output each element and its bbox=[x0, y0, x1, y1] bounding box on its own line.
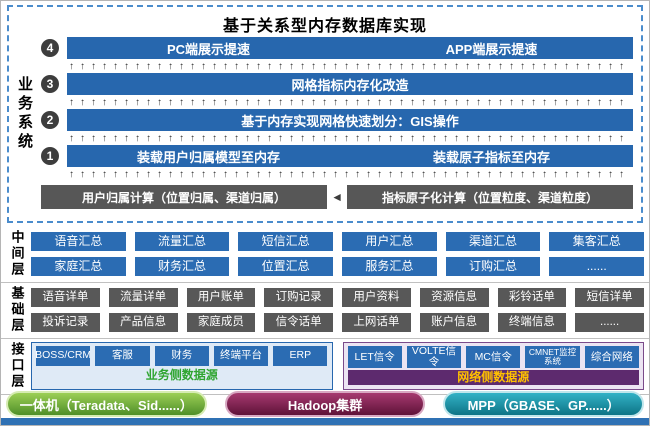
step-number-icon: 3 bbox=[41, 75, 59, 93]
storage-pill-mpp: MPP（GBASE、GP......） bbox=[443, 391, 645, 417]
base-btn: 语音详单 bbox=[31, 288, 100, 307]
network-source-group: LET信令 VOLTE信令 MC信令 CMNET监控系统 综合网络 网络侧数据源 bbox=[342, 342, 644, 390]
storage-row: 一体机（Teradata、Sid......） Hadoop集群 MPP（GBA… bbox=[6, 391, 645, 417]
base-btn: ...... bbox=[575, 313, 644, 332]
business-source-caption: 业务侧数据源 bbox=[145, 368, 218, 382]
step-row-3: 3 网格指标内存化改造 bbox=[41, 73, 633, 95]
middle-btn: 服务汇总 bbox=[342, 257, 437, 276]
base-btn: 产品信息 bbox=[108, 313, 178, 332]
step-bar: 装载用户归属模型至内存 装载原子指标至内存 bbox=[67, 145, 633, 167]
iface-btn: BOSS/CRM bbox=[36, 346, 91, 366]
network-source-caption: 网络侧数据源 bbox=[347, 370, 639, 386]
iface-btn: LET信令 bbox=[347, 346, 402, 369]
middle-btn: 财务汇总 bbox=[134, 257, 230, 276]
base-btn: 彩铃话单 bbox=[497, 288, 567, 307]
step-number-icon: 2 bbox=[41, 111, 59, 129]
step-bar-label: 网格指标内存化改造 bbox=[291, 77, 409, 93]
step-row-1: 1 装载用户归属模型至内存 装载原子指标至内存 bbox=[41, 145, 633, 167]
step-bar: PC端展示提速 APP端展示提速 bbox=[67, 37, 633, 59]
middle-btn: 订购汇总 bbox=[445, 257, 541, 276]
base-layer: 基础层 语音详单 流量详单 用户账单 订购记录 用户资料 资源信息 彩铃话单 短… bbox=[1, 283, 649, 339]
base-row-2: 投诉记录 产品信息 家庭成员 信令话单 上网话单 账户信息 终端信息 .....… bbox=[31, 313, 644, 332]
base-btn: 终端信息 bbox=[497, 313, 567, 332]
iface-btn: MC信令 bbox=[466, 346, 521, 369]
layers-section: 中间层 语音汇总 流量汇总 短信汇总 用户汇总 渠道汇总 集客汇总 家庭汇总 财… bbox=[1, 227, 649, 395]
middle-btn: 用户汇总 bbox=[342, 232, 437, 251]
base-btn: 订购记录 bbox=[264, 288, 333, 307]
step-bar: 网格指标内存化改造 bbox=[67, 73, 633, 95]
middle-btn: 集客汇总 bbox=[549, 232, 645, 251]
interface-layer-label: 接口层 bbox=[9, 342, 25, 390]
base-btn: 资源信息 bbox=[419, 288, 489, 307]
base-btn: 投诉记录 bbox=[31, 313, 100, 332]
step-bar-label: 基于内存实现网格快速划分：GIS操作 bbox=[241, 113, 459, 129]
step-bar-label: PC端展示提速 bbox=[166, 41, 251, 57]
compute-bar-user: 用户归属计算（位置归属、渠道归属） bbox=[41, 185, 328, 209]
middle-btn: 渠道汇总 bbox=[445, 232, 541, 251]
up-arrows: ↑↑↑↑↑↑↑↑↑↑↑↑↑↑↑↑↑↑↑↑↑↑↑↑↑↑↑↑↑↑↑↑↑↑↑↑↑↑↑↑… bbox=[69, 133, 631, 144]
step-number-icon: 4 bbox=[41, 39, 59, 57]
middle-btn: 短信汇总 bbox=[238, 232, 334, 251]
middle-layer-label: 中间层 bbox=[9, 230, 25, 278]
middle-btn: 家庭汇总 bbox=[31, 257, 126, 276]
iface-btn: 财务 bbox=[154, 346, 209, 366]
bottom-strip bbox=[1, 418, 649, 425]
business-source-group: BOSS/CRM 客服 财务 终端平台 ERP 业务侧数据源 bbox=[31, 342, 333, 390]
middle-layer: 中间层 语音汇总 流量汇总 短信汇总 用户汇总 渠道汇总 集客汇总 家庭汇总 财… bbox=[1, 227, 649, 283]
middle-btn: 位置汇总 bbox=[238, 257, 334, 276]
iface-btn: VOLTE信令 bbox=[406, 346, 462, 369]
step-bar-label: 装载用户归属模型至内存 bbox=[136, 149, 280, 165]
middle-btn: 语音汇总 bbox=[31, 232, 126, 251]
step-row-4: 4 PC端展示提速 APP端展示提速 bbox=[41, 37, 633, 59]
left-arrow-icon: ◄ bbox=[331, 190, 343, 204]
middle-btn: 流量汇总 bbox=[134, 232, 230, 251]
step-row-2: 2 基于内存实现网格快速划分：GIS操作 bbox=[41, 109, 633, 131]
middle-row-1: 语音汇总 流量汇总 短信汇总 用户汇总 渠道汇总 集客汇总 bbox=[31, 232, 645, 251]
business-system-panel: 基于关系型内存数据库实现 业务系统 4 PC端展示提速 APP端展示提速 ↑↑↑… bbox=[7, 5, 643, 223]
step-bar-label: APP端展示提速 bbox=[445, 41, 538, 57]
step-number-icon: 1 bbox=[41, 147, 59, 165]
step-bar: 基于内存实现网格快速划分：GIS操作 bbox=[67, 109, 633, 131]
base-btn: 信令话单 bbox=[264, 313, 333, 332]
up-arrows: ↑↑↑↑↑↑↑↑↑↑↑↑↑↑↑↑↑↑↑↑↑↑↑↑↑↑↑↑↑↑↑↑↑↑↑↑↑↑↑↑… bbox=[69, 97, 631, 108]
middle-btn: ...... bbox=[549, 257, 645, 276]
iface-btn: 终端平台 bbox=[213, 346, 269, 366]
base-row-1: 语音详单 流量详单 用户账单 订购记录 用户资料 资源信息 彩铃话单 短信详单 bbox=[31, 288, 644, 307]
diagram-title: 基于关系型内存数据库实现 bbox=[222, 18, 427, 35]
storage-pill-appliance: 一体机（Teradata、Sid......） bbox=[6, 391, 207, 417]
base-btn: 家庭成员 bbox=[186, 313, 256, 332]
base-btn: 流量详单 bbox=[108, 288, 178, 307]
step-bar-label: 装载原子指标至内存 bbox=[432, 149, 550, 165]
middle-row-2: 家庭汇总 财务汇总 位置汇总 服务汇总 订购汇总 ...... bbox=[31, 257, 645, 276]
compute-bar-metric: 指标原子化计算（位置粒度、渠道粒度） bbox=[346, 185, 634, 209]
business-system-label: 业务系统 bbox=[16, 76, 33, 152]
up-arrows: ↑↑↑↑↑↑↑↑↑↑↑↑↑↑↑↑↑↑↑↑↑↑↑↑↑↑↑↑↑↑↑↑↑↑↑↑↑↑↑↑… bbox=[69, 61, 631, 72]
compute-row: 用户归属计算（位置归属、渠道归属） ◄ 指标原子化计算（位置粒度、渠道粒度） bbox=[41, 185, 634, 209]
base-btn: 上网话单 bbox=[342, 313, 411, 332]
base-layer-label: 基础层 bbox=[9, 286, 25, 334]
base-btn: 账户信息 bbox=[419, 313, 489, 332]
iface-btn: ERP bbox=[273, 346, 328, 366]
base-btn: 用户账单 bbox=[186, 288, 256, 307]
base-btn: 短信详单 bbox=[575, 288, 644, 307]
iface-btn: 客服 bbox=[95, 346, 150, 366]
storage-pill-hadoop: Hadoop集群 bbox=[224, 391, 426, 417]
iface-btn: 综合网络 bbox=[584, 346, 639, 369]
up-arrows: ↑↑↑↑↑↑↑↑↑↑↑↑↑↑↑↑↑↑↑↑↑↑↑↑↑↑↑↑↑↑↑↑↑↑↑↑↑↑↑↑… bbox=[69, 169, 631, 180]
base-btn: 用户资料 bbox=[342, 288, 411, 307]
iface-btn: CMNET监控系统 bbox=[525, 346, 580, 369]
interface-layer: 接口层 BOSS/CRM 客服 财务 终端平台 ERP 业务侧数据源 LET信令 bbox=[1, 339, 649, 395]
